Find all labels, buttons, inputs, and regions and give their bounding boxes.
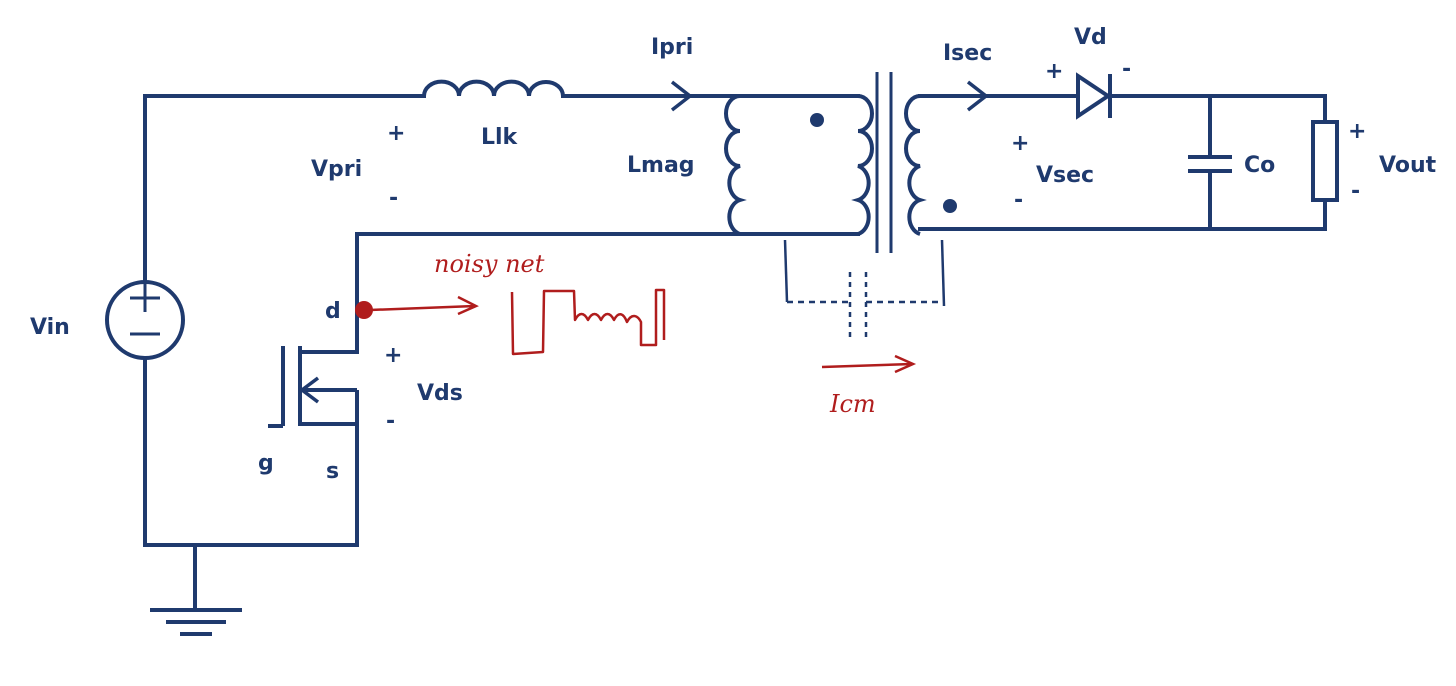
diode-icon <box>1076 72 1112 120</box>
vds-minus-sign: - <box>386 409 395 434</box>
label-drain: d <box>325 299 341 324</box>
label-vout: Vout <box>1379 153 1437 178</box>
secondary-wiring <box>918 94 1327 231</box>
label-gate: g <box>258 451 274 476</box>
vout-minus-sign: - <box>1351 179 1360 204</box>
noisy-net-arrow-icon <box>369 295 479 316</box>
magnetizing-inductor-lmag <box>724 94 747 236</box>
transformer-core <box>875 72 893 253</box>
secondary-dot-marker <box>943 199 957 213</box>
annotation-noisy-net: noisy net <box>434 250 545 278</box>
transformer-secondary-winding <box>904 94 927 236</box>
annotation-icm: Icm <box>829 390 876 418</box>
vpri-minus-sign: - <box>389 186 398 211</box>
primary-wiring <box>143 94 860 612</box>
primary-dot-marker <box>810 113 824 127</box>
isec-arrow-icon <box>966 80 989 112</box>
drain-node-marker <box>355 301 373 319</box>
label-vpri: Vpri <box>311 157 362 182</box>
noisy-waveform-sketch <box>510 288 666 356</box>
ipri-arrow-icon <box>670 80 693 112</box>
label-lmag: Lmag <box>627 153 695 178</box>
vds-plus-sign: + <box>384 343 402 368</box>
icm-arrow-icon <box>821 354 917 374</box>
capacitor-co-icon <box>1188 155 1232 173</box>
label-vds: Vds <box>417 381 463 406</box>
label-llk: Llk <box>481 125 519 150</box>
vpri-plus-sign: + <box>387 121 405 146</box>
label-source: s <box>326 459 339 484</box>
vout-plus-sign: + <box>1348 119 1366 144</box>
voltage-source-vin-icon <box>105 280 185 360</box>
label-vd: Vd <box>1074 25 1107 50</box>
load-resistor-icon <box>1311 120 1339 202</box>
ground-icon <box>150 608 242 636</box>
label-co: Co <box>1244 153 1275 178</box>
label-ipri: Ipri <box>651 35 693 60</box>
transformer-primary-winding <box>851 94 874 236</box>
mosfet-icon <box>268 346 359 428</box>
label-vin: Vin <box>30 315 70 340</box>
vsec-plus-sign: + <box>1011 131 1029 156</box>
parasitic-capacitance-sketch <box>783 239 946 340</box>
label-vsec: Vsec <box>1036 163 1094 188</box>
leakage-inductor-llk <box>422 79 565 97</box>
vd-minus-sign: - <box>1122 57 1131 82</box>
vsec-minus-sign: - <box>1014 188 1023 213</box>
label-isec: Isec <box>943 41 992 66</box>
vd-plus-sign: + <box>1045 59 1063 84</box>
